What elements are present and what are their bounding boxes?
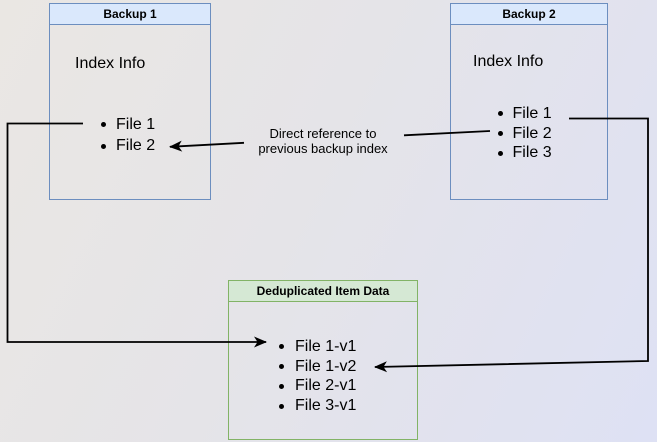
backup1-file-list: File 1 File 2 bbox=[101, 114, 155, 157]
list-item: File 3-v1 bbox=[279, 396, 356, 416]
bullet-dot bbox=[498, 150, 503, 156]
backup1-title: Backup 1 bbox=[50, 4, 210, 25]
backup1-index-info-label: Index Info bbox=[75, 55, 146, 72]
list-item: File 2 bbox=[101, 135, 155, 156]
list-item: File 1 bbox=[498, 104, 552, 124]
file-label: File 3 bbox=[512, 144, 552, 162]
bullet-dot bbox=[279, 344, 284, 350]
bullet-dot bbox=[279, 364, 284, 370]
dedup-file-list: File 1-v1 File 1-v2 File 2-v1 File 3-v1 bbox=[279, 337, 356, 416]
list-item: File 1-v1 bbox=[279, 337, 356, 357]
file-label: File 1-v1 bbox=[295, 337, 357, 355]
file-label: File 2-v1 bbox=[295, 377, 357, 395]
backup2-title: Backup 2 bbox=[451, 4, 607, 25]
bullet-dot bbox=[279, 403, 284, 409]
backup2-index-info-label: Index Info bbox=[473, 53, 544, 70]
list-item: File 1 bbox=[101, 114, 155, 135]
bullet-dot bbox=[498, 111, 503, 117]
file-label: File 2 bbox=[116, 137, 156, 155]
annotation-line-2: previous backup index bbox=[258, 140, 388, 156]
file-label: File 2 bbox=[512, 124, 552, 142]
list-item: File 2-v1 bbox=[279, 377, 356, 397]
bullet-dot bbox=[101, 143, 106, 149]
list-item: File 3 bbox=[498, 144, 552, 164]
list-item: File 1-v2 bbox=[279, 357, 356, 377]
bullet-dot bbox=[101, 122, 106, 128]
backup2-box: Backup 2 bbox=[450, 3, 608, 200]
file-label: File 1-v2 bbox=[295, 357, 357, 375]
backup2-file-list: File 1 File 2 File 3 bbox=[498, 104, 552, 163]
dedup-box: Deduplicated Item Data bbox=[228, 280, 418, 440]
bullet-dot bbox=[279, 383, 284, 389]
file-label: File 1 bbox=[512, 104, 552, 122]
file-label: File 3-v1 bbox=[295, 397, 357, 415]
backup1-box: Backup 1 bbox=[49, 3, 211, 200]
list-item: File 2 bbox=[498, 124, 552, 144]
direct-reference-annotation: Direct reference to previous backup inde… bbox=[238, 126, 408, 156]
dedup-title: Deduplicated Item Data bbox=[229, 281, 417, 302]
annotation-line-1: Direct reference to bbox=[269, 126, 377, 141]
file-label: File 1 bbox=[116, 115, 156, 133]
bullet-dot bbox=[498, 131, 503, 137]
